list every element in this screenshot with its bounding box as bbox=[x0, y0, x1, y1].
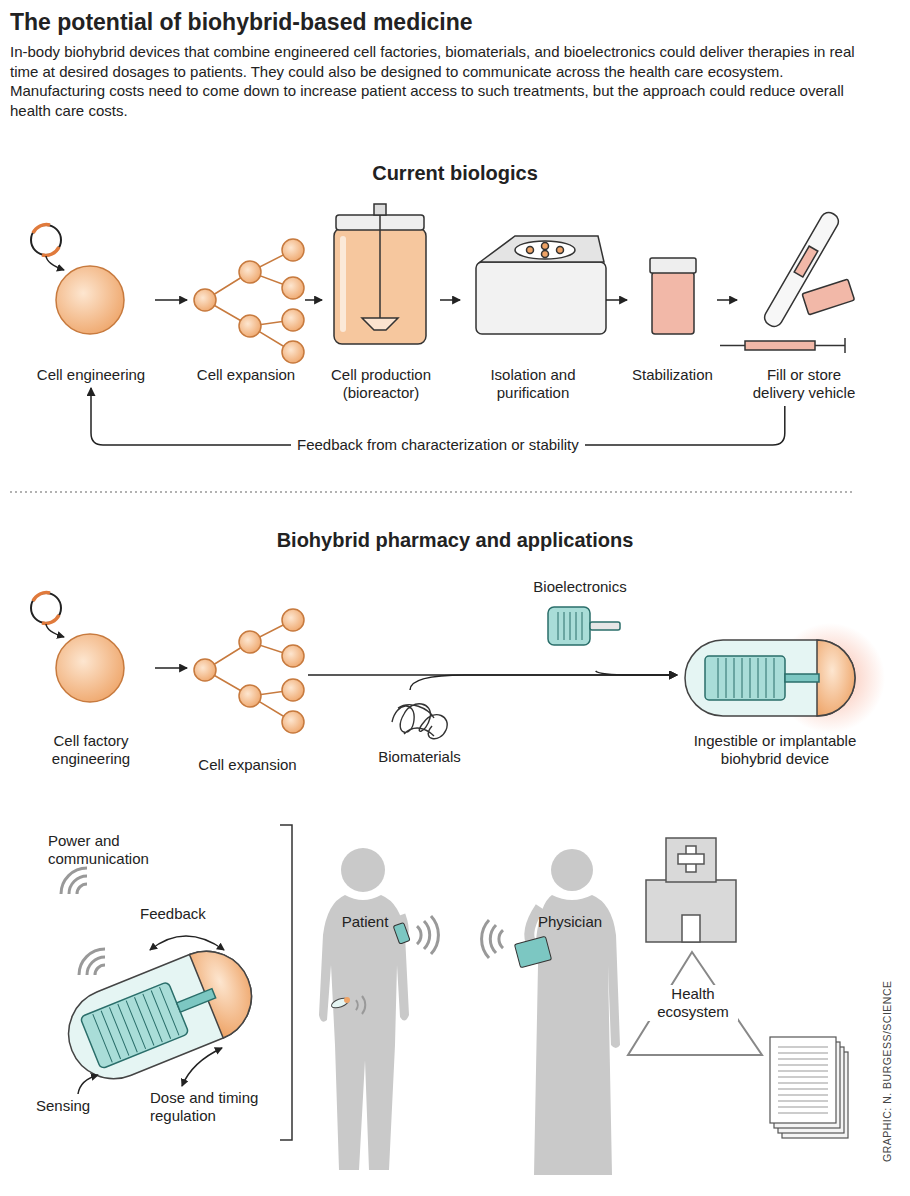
process-step: Isolation and purification bbox=[463, 232, 603, 402]
annotation: GRAPHIC: N. BURGESS/SCIENCE bbox=[881, 980, 893, 1162]
caption: In-body biohybrid devices that combine e… bbox=[10, 42, 872, 120]
step-label: Cell engineering bbox=[30, 366, 152, 384]
label-box: Power and communication bbox=[48, 832, 166, 868]
flow-arrow bbox=[155, 667, 187, 669]
step-label: Cell expansion bbox=[190, 366, 302, 384]
edge-label-box: Feedback from characterization or stabil… bbox=[291, 436, 585, 454]
cell-expansion-icon bbox=[194, 609, 304, 733]
cell-expansion-icon bbox=[194, 239, 304, 363]
process-step: Stabilization bbox=[630, 252, 714, 384]
process-step: Bioelectronics bbox=[515, 578, 645, 668]
process-step: Cell expansion bbox=[190, 236, 302, 384]
patient-silhouette bbox=[319, 848, 409, 1170]
label-box: Health ecosystem bbox=[648, 985, 738, 1021]
label-box: Biohybrid pharmacy and applications bbox=[155, 529, 755, 552]
step-label: Patient bbox=[305, 913, 425, 931]
flow-arrow bbox=[155, 299, 187, 301]
process-step: Biomaterials bbox=[372, 693, 467, 766]
step-label: Stabilization bbox=[630, 366, 714, 384]
biohybrid-device-icon bbox=[685, 623, 885, 733]
step-label: Fill or store delivery vehicle bbox=[740, 366, 868, 402]
step-label: Isolation and purification bbox=[463, 366, 603, 402]
patient-phone bbox=[393, 916, 438, 954]
title: The potential of biohybrid-based medicin… bbox=[10, 8, 890, 37]
flow-arrow bbox=[305, 299, 322, 301]
flow-arrow bbox=[606, 299, 627, 301]
flow-arrow bbox=[440, 299, 460, 301]
biomaterials-icon bbox=[392, 704, 447, 739]
documents-icon bbox=[770, 1037, 848, 1138]
process-step: Cell production (bioreactor) bbox=[325, 204, 437, 402]
annotation: Dose and timing regulation bbox=[150, 1089, 276, 1125]
section-divider bbox=[10, 491, 855, 493]
section-heading: Biohybrid pharmacy and applications bbox=[155, 529, 755, 552]
process-step: Cell factory engineering bbox=[30, 590, 152, 768]
delivery-vehicle-icon bbox=[720, 209, 855, 353]
annotation: Sensing bbox=[36, 1097, 106, 1114]
cell-factory-icon bbox=[31, 593, 124, 702]
flow-arrow bbox=[410, 675, 677, 690]
process-step: Ingestible or implantable biohybrid devi… bbox=[680, 632, 870, 768]
step-label: Bioelectronics bbox=[515, 578, 645, 596]
centrifuge-icon bbox=[476, 236, 606, 334]
step-label: Ingestible or implantable biohybrid devi… bbox=[680, 732, 870, 768]
flow-arrow bbox=[596, 671, 677, 675]
annotation: Health ecosystem bbox=[648, 985, 738, 1021]
vial-icon bbox=[650, 258, 696, 334]
bioreactor-icon bbox=[334, 204, 426, 344]
flow-arrow bbox=[717, 299, 737, 301]
bioelectronics-icon bbox=[548, 607, 620, 645]
section-heading: Current biologics bbox=[205, 162, 705, 185]
process-step: Fill or store delivery vehicle bbox=[740, 205, 868, 402]
label-box: Current biologics bbox=[205, 162, 705, 185]
person-figure: Physician bbox=[510, 845, 630, 1175]
step-label: Physician bbox=[510, 913, 630, 931]
bracket bbox=[280, 825, 292, 1140]
label-box: Feedback bbox=[140, 905, 230, 922]
person-figure: Patient bbox=[305, 845, 425, 1175]
label-box: Dose and timing regulation bbox=[150, 1089, 276, 1125]
device-detail bbox=[55, 868, 265, 1094]
step-label: Biomaterials bbox=[372, 748, 467, 766]
caption-block: In-body biohybrid devices that combine e… bbox=[10, 42, 872, 120]
implant bbox=[330, 996, 365, 1014]
annotation: Power and communication bbox=[48, 832, 166, 868]
physician-silhouette bbox=[529, 849, 620, 1175]
step-label: Cell factory engineering bbox=[30, 732, 152, 768]
hospital-icon bbox=[646, 838, 736, 942]
process-step: Cell expansion bbox=[190, 606, 305, 774]
title-block: The potential of biohybrid-based medicin… bbox=[10, 8, 890, 37]
cell-engineering-icon bbox=[31, 225, 124, 334]
annotation: Feedback bbox=[140, 905, 230, 922]
label-box: Sensing bbox=[36, 1097, 106, 1114]
step-label: Cell expansion bbox=[190, 756, 305, 774]
edge-label: Feedback from characterization or stabil… bbox=[291, 436, 585, 454]
step-label: Cell production (bioreactor) bbox=[325, 366, 437, 402]
ecosystem-triangle bbox=[628, 952, 762, 1055]
process-step: Cell engineering bbox=[30, 222, 152, 384]
label-box: GRAPHIC: N. BURGESS/SCIENCE bbox=[881, 980, 893, 1162]
